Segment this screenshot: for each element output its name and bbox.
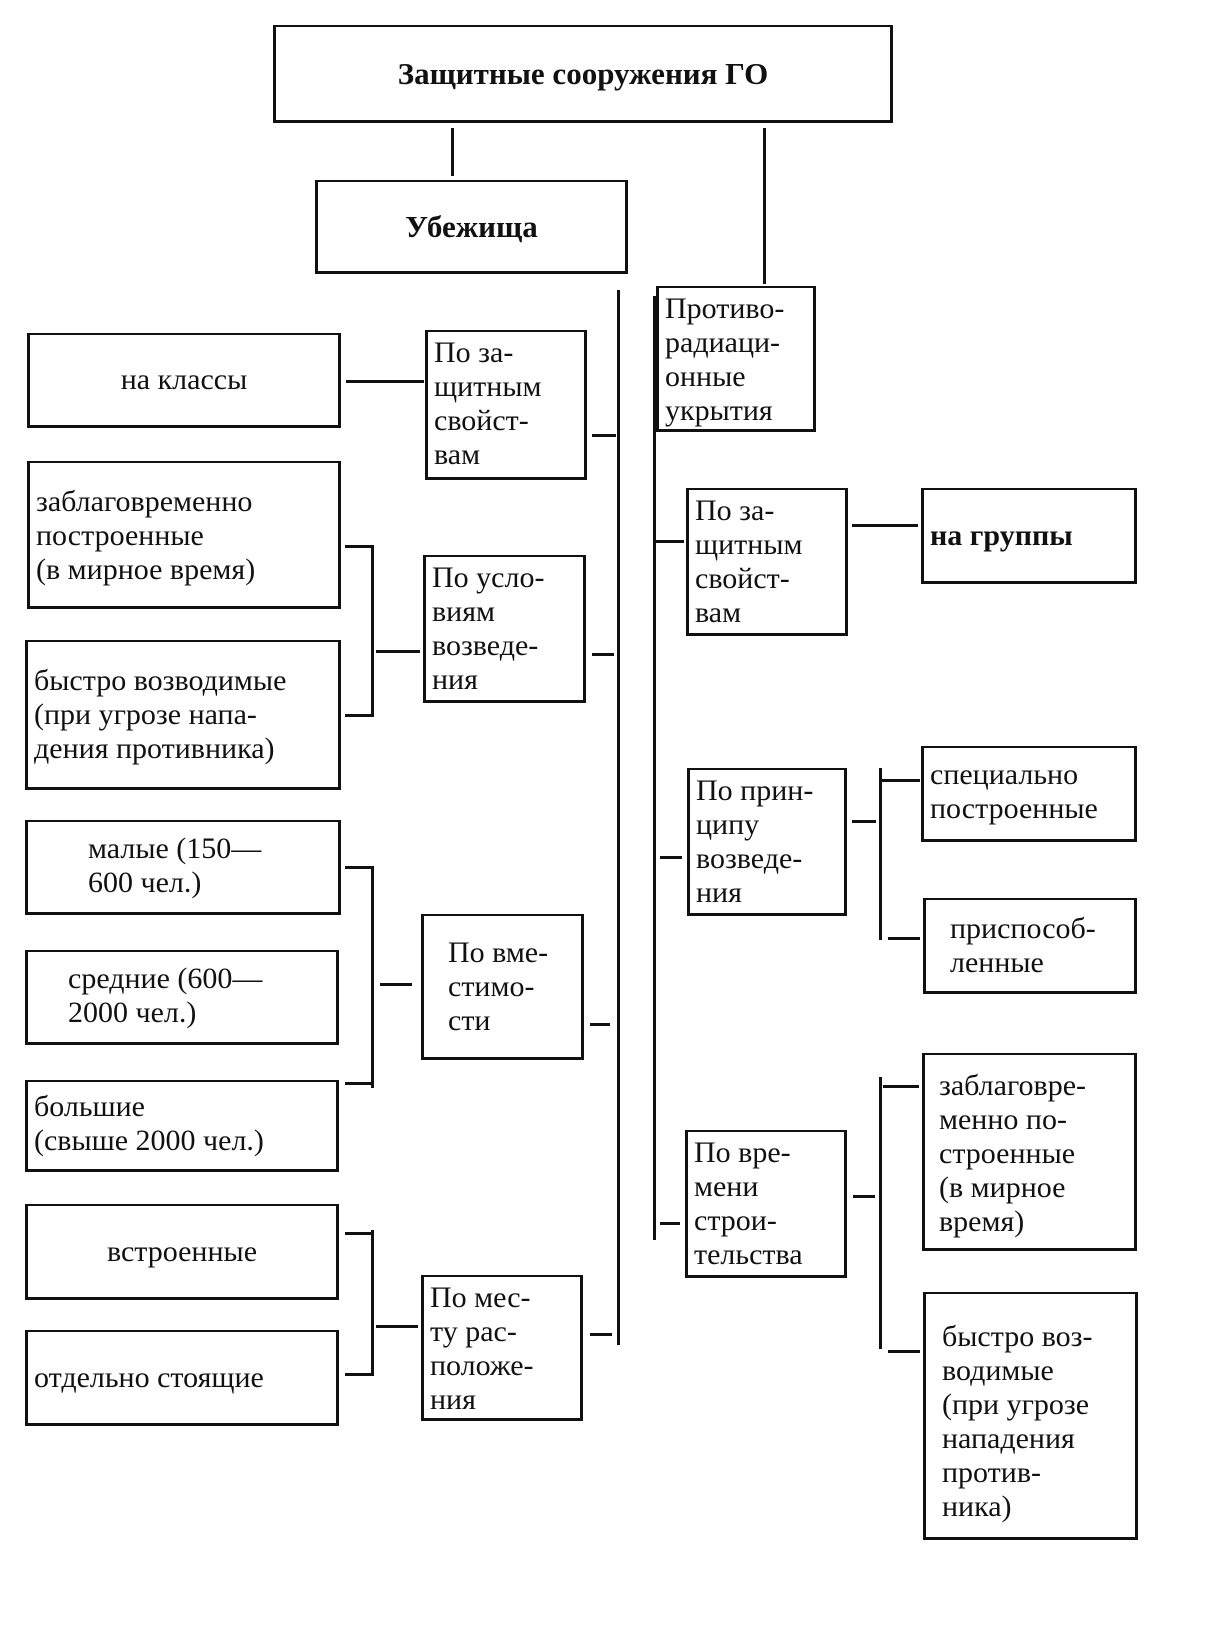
item-label: малые (150— 600 чел.) xyxy=(88,832,262,899)
connector xyxy=(852,820,876,823)
shelters-item-prebuilt: заблаговременно построенные (в мирное вр… xyxy=(27,461,341,609)
ar-criterion-protective: По за- щитным свойст- вам xyxy=(686,488,848,636)
connector xyxy=(763,128,766,284)
shelters-label: Убежища xyxy=(405,208,538,244)
item-label: заблаговременно построенные (в мирное вр… xyxy=(36,485,256,586)
item-label: приспособ- ленные xyxy=(950,912,1096,979)
criterion-label: По вре- мени строи- тельства xyxy=(694,1136,803,1271)
anti-radiation-spine xyxy=(653,296,656,1240)
connector xyxy=(376,1325,418,1328)
connector xyxy=(592,434,616,437)
shelters-spine xyxy=(617,290,620,1345)
connector xyxy=(660,856,682,859)
ar-item-special: специально построенные xyxy=(921,746,1137,842)
connector xyxy=(888,937,920,940)
connector xyxy=(345,714,371,717)
shelters-criterion-construction: По усло- виям возведе- ния xyxy=(423,555,586,703)
shelters-item-large: большие (свыше 2000 чел.) xyxy=(25,1080,339,1172)
root-label: Защитные сооружения ГО xyxy=(397,55,769,91)
shelters-item-classes: на классы xyxy=(27,333,341,428)
connector xyxy=(592,653,614,656)
connector xyxy=(345,866,371,869)
shelters-criterion-capacity: По вме- стимо- сти xyxy=(421,914,584,1060)
item-label: быстро возводимые (при угрозе напа- дени… xyxy=(34,664,287,765)
item-label: на группы xyxy=(930,518,1073,552)
connector xyxy=(380,983,412,986)
connector xyxy=(345,1232,371,1235)
connector xyxy=(376,650,420,653)
bracket xyxy=(879,768,882,940)
criterion-label: По мес- ту рас- положе- ния xyxy=(430,1281,534,1416)
root-node: Защитные сооружения ГО xyxy=(273,25,893,123)
ar-criterion-time: По вре- мени строи- тельства xyxy=(685,1130,847,1278)
connector xyxy=(852,524,918,527)
anti-radiation-node: Противо- радиаци- онные укрытия xyxy=(656,286,816,432)
connector xyxy=(346,380,424,383)
connector xyxy=(882,779,920,782)
item-label: средние (600— 2000 чел.) xyxy=(68,962,263,1029)
connector xyxy=(888,1350,920,1353)
item-label: большие (свыше 2000 чел.) xyxy=(34,1090,264,1157)
bracket xyxy=(879,1077,882,1349)
connector xyxy=(345,1373,371,1376)
connector xyxy=(883,1085,919,1088)
ar-item-prebuilt: заблаговре- менно по- строенные (в мирно… xyxy=(922,1053,1137,1251)
connector xyxy=(590,1333,612,1336)
shelters-node: Убежища xyxy=(315,180,628,274)
item-label: быстро воз- водимые (при угрозе нападени… xyxy=(942,1320,1093,1523)
criterion-label: По за- щитным свойст- вам xyxy=(695,494,803,629)
item-label: отдельно стоящие xyxy=(34,1360,264,1394)
item-label: встроенные xyxy=(106,1234,258,1268)
connector xyxy=(345,1082,371,1085)
connector xyxy=(590,1023,610,1026)
item-label: специально построенные xyxy=(930,758,1098,825)
criterion-label: По вме- стимо- сти xyxy=(448,935,549,1037)
connector xyxy=(345,545,371,548)
shelters-item-medium: средние (600— 2000 чел.) xyxy=(25,950,339,1045)
shelters-item-small: малые (150— 600 чел.) xyxy=(25,820,341,915)
bracket xyxy=(371,1230,374,1376)
shelters-item-builtin: встроенные xyxy=(25,1204,339,1300)
criterion-label: По усло- виям возведе- ния xyxy=(432,561,545,696)
shelters-item-freestanding: отдельно стоящие xyxy=(25,1330,339,1426)
ar-item-adapted: приспособ- ленные xyxy=(923,898,1137,994)
connector xyxy=(853,1195,875,1198)
criterion-label: По прин- ципу возведе- ния xyxy=(696,774,814,909)
shelters-criterion-protective: По за- щитным свойст- вам xyxy=(425,330,587,480)
anti-radiation-label: Противо- радиаци- онные укрытия xyxy=(665,292,785,427)
shelters-item-rapid: быстро возводимые (при угрозе напа- дени… xyxy=(25,640,341,790)
connector xyxy=(656,540,684,543)
bracket xyxy=(371,866,374,1088)
ar-criterion-principle: По прин- ципу возведе- ния xyxy=(687,768,847,916)
connector xyxy=(451,128,454,176)
item-label: заблаговре- менно по- строенные (в мирно… xyxy=(939,1069,1086,1238)
ar-item-groups: на группы xyxy=(921,488,1137,584)
shelters-criterion-location: По мес- ту рас- положе- ния xyxy=(421,1275,583,1421)
item-label: на классы xyxy=(120,363,248,396)
ar-item-rapid: быстро воз- водимые (при угрозе нападени… xyxy=(923,1292,1138,1540)
connector xyxy=(660,1222,680,1225)
criterion-label: По за- щитным свойст- вам xyxy=(434,336,542,471)
bracket xyxy=(371,545,374,717)
